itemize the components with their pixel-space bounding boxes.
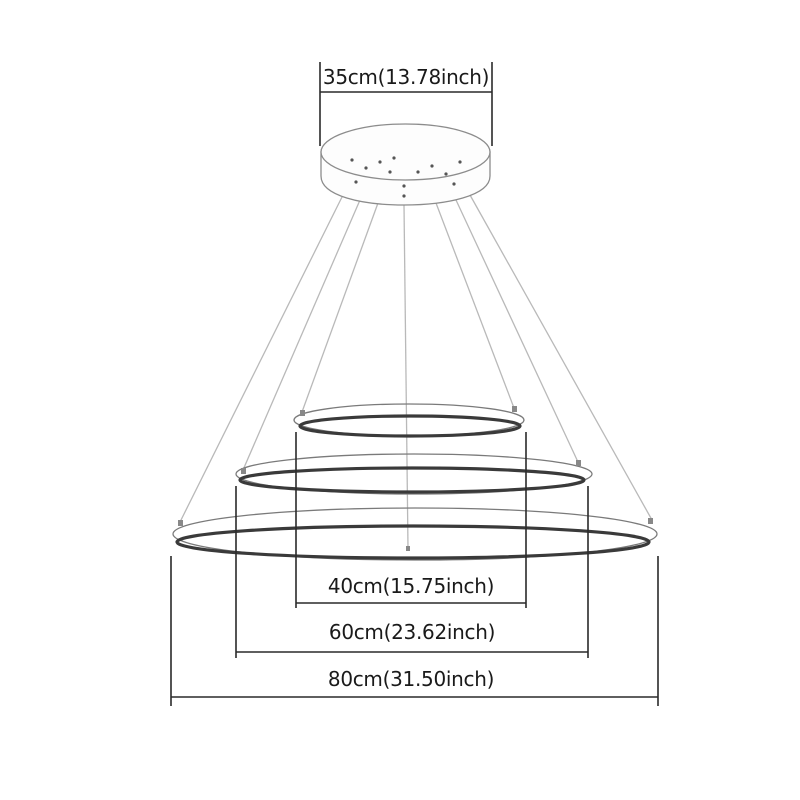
wire xyxy=(435,202,515,409)
screw-dot xyxy=(452,182,456,186)
ring-small-dimension: 40cm(15.75inch) xyxy=(295,432,527,608)
ring-clip xyxy=(576,460,581,466)
ring-medium-dimension-label: 60cm(23.62inch) xyxy=(329,620,495,644)
ring-clip xyxy=(648,518,653,524)
wire xyxy=(455,199,579,463)
ring-clip xyxy=(406,546,410,551)
canopy-dimension-label: 35cm(13.78inch) xyxy=(323,65,489,89)
wire xyxy=(403,204,409,549)
wire xyxy=(469,194,653,521)
ring-clip xyxy=(178,520,183,526)
screw-dot xyxy=(392,156,396,160)
ring-clip xyxy=(300,410,305,416)
ring-clip xyxy=(512,406,517,412)
ceiling-canopy xyxy=(320,123,491,206)
ring-small-dimension-label: 40cm(15.75inch) xyxy=(328,574,494,598)
screw-dot xyxy=(402,184,406,188)
ring-large-dimension: 80cm(31.50inch) xyxy=(170,556,659,706)
wire xyxy=(179,194,344,523)
canopy-dimension: 35cm(13.78inch) xyxy=(319,62,493,146)
ring-large-dimension-label: 80cm(31.50inch) xyxy=(328,667,494,691)
ring-medium-dimension: 60cm(23.62inch) xyxy=(235,486,589,658)
screw-dot xyxy=(416,170,420,174)
screw-dot xyxy=(402,194,406,198)
ring-large xyxy=(172,507,658,561)
wire xyxy=(242,199,361,471)
screw-dot xyxy=(430,164,434,168)
ring-small xyxy=(293,403,525,438)
ring-clip xyxy=(241,468,246,474)
screw-dot xyxy=(444,172,448,176)
wire xyxy=(301,202,379,413)
suspension-wires xyxy=(179,194,653,549)
screw-dot xyxy=(458,160,462,164)
screw-dot xyxy=(364,166,368,170)
screw-dot xyxy=(350,158,354,162)
screw-dot xyxy=(388,170,392,174)
screw-dot xyxy=(378,160,382,164)
ring-medium xyxy=(235,453,593,495)
screw-dot xyxy=(354,180,358,184)
canopy-screw-dots xyxy=(350,156,462,198)
